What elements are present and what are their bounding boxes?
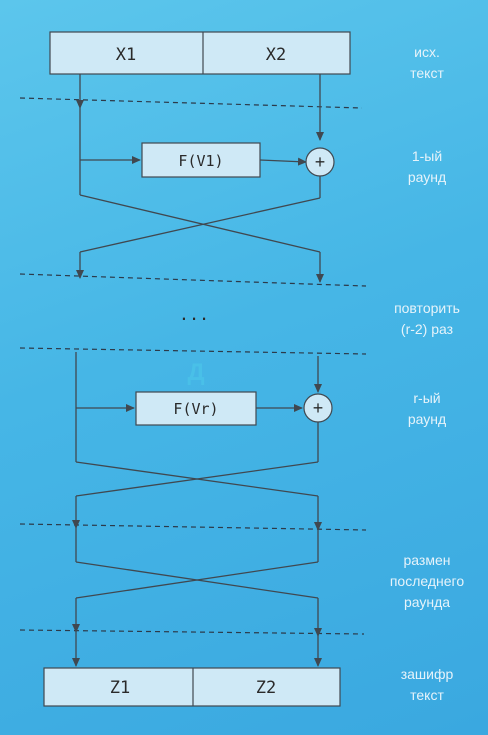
separator-3 xyxy=(19,347,367,355)
marker-letter: Д xyxy=(187,359,204,386)
label-last-swap-line2: последнего xyxy=(389,573,465,589)
round1-f-box: F(V1) xyxy=(141,142,261,178)
roundr-f-box: F(Vr) xyxy=(135,391,257,426)
separator-4 xyxy=(19,523,367,531)
x1-label: X1 xyxy=(116,45,136,65)
label-round1: 1-ый раунд xyxy=(372,146,482,188)
label-round1-line2: раунд xyxy=(407,169,447,185)
roundr-f-label: F(Vr) xyxy=(173,400,218,418)
z2-label: Z2 xyxy=(256,678,276,698)
label-roundr-line2: раунд xyxy=(407,411,447,427)
label-round1-line1: 1-ый xyxy=(411,148,443,164)
label-repeat-line1: повторить xyxy=(394,300,460,316)
round-r xyxy=(72,352,322,667)
label-last-swap-line1: размен xyxy=(403,552,451,568)
label-last-swap-line3: раунда xyxy=(403,594,451,610)
plaintext-block: X1 X2 xyxy=(49,31,351,75)
label-roundr: r-ый раунд xyxy=(372,388,482,430)
label-cipher-line2: текст xyxy=(410,687,444,703)
ciphertext-block: Z1 Z2 xyxy=(43,667,341,707)
label-roundr-line1: r-ый xyxy=(413,390,441,406)
round-1 xyxy=(76,74,324,283)
separator-2 xyxy=(19,273,367,287)
roundr-xor: + xyxy=(303,393,333,423)
label-source-line1: исх. xyxy=(414,44,440,60)
separator-5 xyxy=(19,629,365,635)
separator-1 xyxy=(19,97,363,109)
label-cipher-text: зашифр текст xyxy=(372,664,482,706)
label-source-text: исх. текст xyxy=(372,42,482,84)
round1-xor-symbol: + xyxy=(315,152,326,172)
label-last-swap: размен последнего раунда xyxy=(372,550,482,613)
round1-f-label: F(V1) xyxy=(178,152,223,170)
x2-label: X2 xyxy=(266,45,286,65)
label-source-line2: текст xyxy=(410,65,444,81)
label-cipher-line1: зашифр xyxy=(400,666,454,682)
z1-label: Z1 xyxy=(110,678,130,698)
label-repeat: повторить (r-2) раз xyxy=(372,298,482,340)
repeat-ellipsis: ... xyxy=(181,300,211,325)
label-repeat-line2: (r-2) раз xyxy=(400,321,454,337)
roundr-xor-symbol: + xyxy=(313,398,324,418)
round1-xor: + xyxy=(305,147,335,177)
